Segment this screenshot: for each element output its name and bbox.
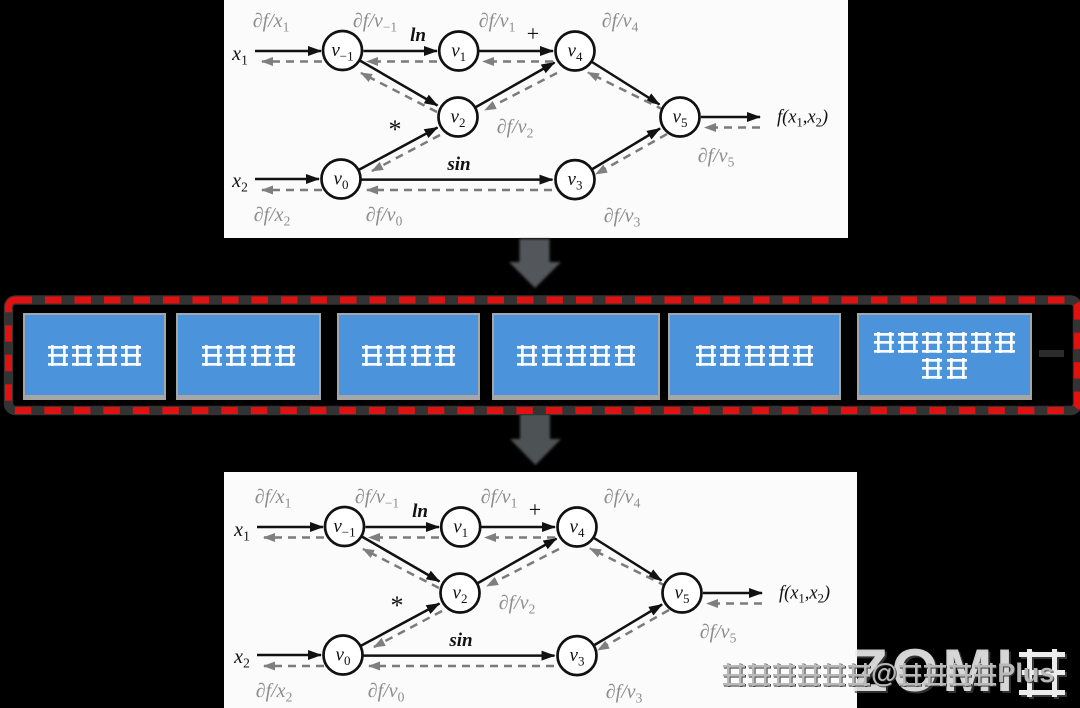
svg-text:f(x1,x2): f(x1,x2) <box>779 584 830 606</box>
svg-text:∂f/v1: ∂f/v1 <box>481 486 518 511</box>
svg-text:∂f/x1: ∂f/x1 <box>255 486 292 511</box>
svg-text:∂f/v−1: ∂f/v−1 <box>353 10 397 35</box>
svg-text:∂f/v5: ∂f/v5 <box>700 621 737 646</box>
svg-text:x1: x1 <box>233 519 250 544</box>
svg-text:x2: x2 <box>233 646 250 671</box>
svg-text:+: + <box>529 497 541 522</box>
svg-text:∂f/x2: ∂f/x2 <box>256 680 293 705</box>
svg-text:f(x1,x2): f(x1,x2) <box>777 108 828 130</box>
svg-text:∂f/x1: ∂f/x1 <box>253 10 290 35</box>
svg-text:ln: ln <box>412 501 428 522</box>
svg-text:∂f/v2: ∂f/v2 <box>499 592 536 617</box>
svg-text:sin: sin <box>446 154 470 175</box>
svg-text:∂f/v3: ∂f/v3 <box>606 681 643 706</box>
svg-text:+: + <box>527 21 539 46</box>
svg-text:∂f/v0: ∂f/v0 <box>368 680 405 705</box>
svg-text:*: * <box>391 591 404 620</box>
svg-text:ln: ln <box>410 25 426 46</box>
svg-text:sin: sin <box>448 630 472 651</box>
svg-text:∂f/v−1: ∂f/v−1 <box>355 486 399 511</box>
svg-text:*: * <box>389 115 402 144</box>
svg-text:∂f/v4: ∂f/v4 <box>604 486 641 511</box>
